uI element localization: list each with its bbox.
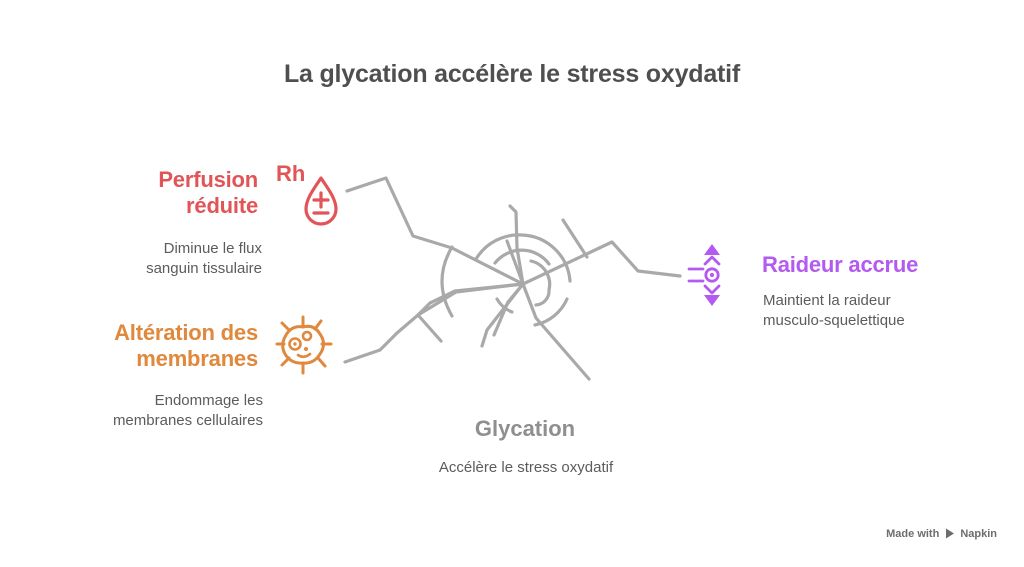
center-node-label: Glycation [474,416,576,441]
center-node-description: Accélère le stress oxydatif [438,459,614,476]
blood-drop-rh-icon [304,176,338,226]
node-title-alteration-membranes: Altération des membranes [114,320,258,371]
cell-membrane-icon [275,315,333,375]
made-with-label: Made with [886,527,940,540]
rh-label: Rh [276,161,306,186]
node-description-alteration-membranes: Endommage les membranes cellulaires [112,392,263,429]
node-description-raideur-accrue: Maintient la raideur musculo-squelettiqu… [763,292,905,329]
page-title: La glycation accélère le stress oxydatif [283,60,741,88]
node-title-perfusion-reduite: Perfusion réduite [158,167,258,218]
napkin-logo-icon [946,528,955,539]
node-title-raideur-accrue: Raideur accrue [762,252,919,277]
footer-attribution: Made with Napkin [886,527,997,540]
stiffness-compression-icon [687,244,721,306]
napkin-brand-label: Napkin [960,527,997,540]
node-description-perfusion-reduite: Diminue le flux sanguin tissulaire [146,240,262,277]
